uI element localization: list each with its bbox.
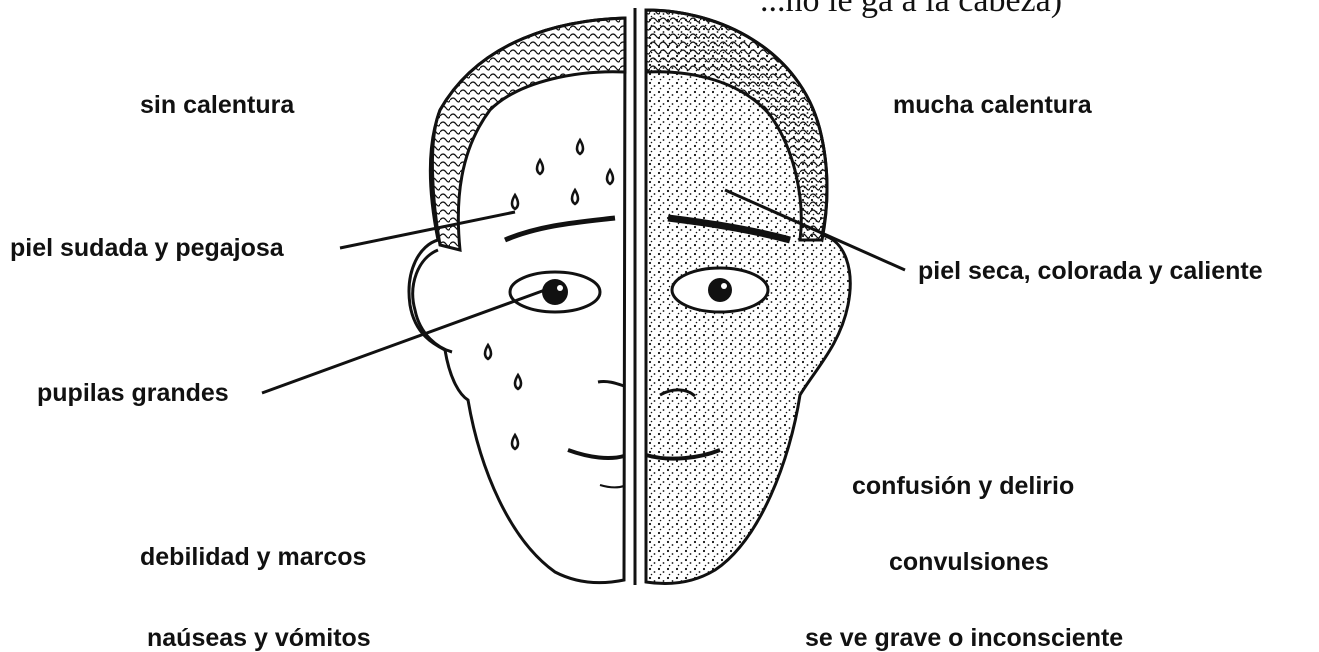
label-sin-calentura: sin calentura <box>140 93 294 118</box>
label-mucha-calentura: mucha calentura <box>893 93 1092 118</box>
label-confusion: confusión y delirio <box>852 474 1074 499</box>
label-pupilas-grandes: pupilas grandes <box>37 381 229 406</box>
label-piel-sudada: piel sudada y pegajosa <box>10 236 284 261</box>
left-pupil <box>542 279 568 305</box>
label-debilidad: debilidad y marcos <box>140 545 366 570</box>
right-pupil <box>708 278 732 302</box>
top-caption-fragment: ...no le ga a la cabeza) <box>760 0 1062 18</box>
right-half-face <box>646 10 850 584</box>
label-grave: se ve grave o inconsciente <box>805 626 1123 651</box>
label-piel-seca: piel seca, colorada y caliente <box>918 259 1263 284</box>
label-convulsiones: convulsiones <box>889 550 1049 575</box>
label-nauseas: naúseas y vómitos <box>147 626 371 651</box>
